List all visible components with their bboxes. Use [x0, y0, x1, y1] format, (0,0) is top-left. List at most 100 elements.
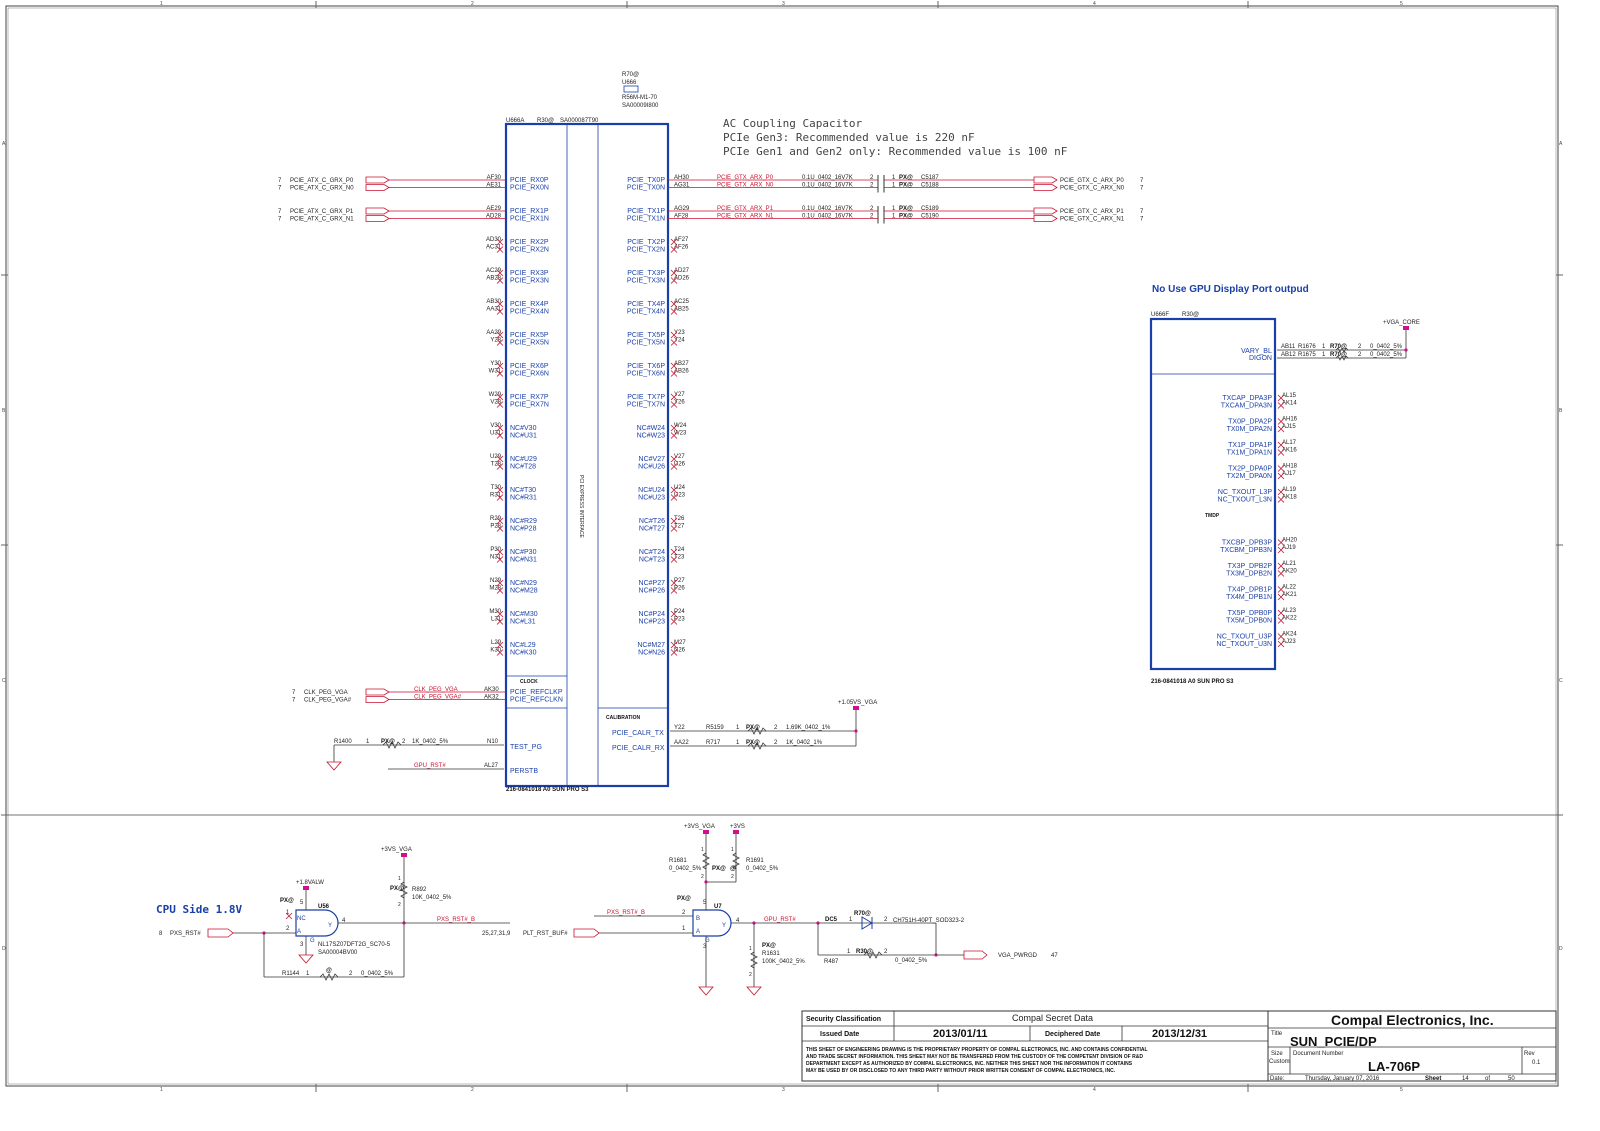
- u666a-left-pin-name: PCIE_RX2N: [510, 247, 549, 254]
- disclaimer-line-3: DEPARTMENT EXCEPT AS AUTHORIZED BY COMPA…: [806, 1061, 1133, 1067]
- u666a-right-pin-name: NC#U23: [638, 495, 665, 502]
- r1144-value: 0_0402_5%: [361, 971, 394, 977]
- r1676-ref: R1676: [1298, 344, 1316, 350]
- vary-bl-ball: AB11: [1281, 344, 1296, 350]
- clk-local-net: CLK_PEG_VGA: [414, 687, 458, 693]
- resistor-r1631: [750, 951, 758, 969]
- r5159-value: 1.69K_0402_1%: [786, 725, 831, 731]
- r1675-pin1: 1: [1322, 352, 1326, 358]
- dc5-part: CH751H-40PT_SOD323-2: [893, 918, 965, 924]
- nc-mark: [670, 300, 678, 308]
- u666a-left-pin-ball: V30: [490, 423, 501, 429]
- u666f-pin-name: TXCAP_DPA3P: [1222, 395, 1272, 402]
- tx-cap-value: 0.1U_0402_16V7K: [802, 175, 853, 181]
- u7-pin2: 2: [682, 910, 686, 916]
- zone-col-label-top: 4: [1093, 1, 1096, 7]
- u666a-left-pin-ball: AE31: [486, 183, 501, 189]
- u666a-right-pin-ball: P24: [674, 609, 685, 615]
- resistor-r892: [400, 881, 408, 899]
- u56-section: PX@ U56 +1.8VALW NC A Y G 1 2 5 3 4 NL17…: [159, 847, 511, 981]
- u666a-left-pin-ball: U31: [490, 431, 502, 437]
- u666a-right-pin-name: PCIE_TX2N: [627, 247, 665, 254]
- nc-mark: [496, 424, 504, 432]
- ground-symbol: [326, 761, 342, 771]
- u666a-right-pin-ball: U24: [674, 485, 686, 491]
- vga-core-rail: +VGA_CORE: [1383, 320, 1420, 326]
- offpage-connector: [963, 950, 988, 960]
- sheet-label: Sheet: [1425, 1076, 1441, 1082]
- u666f-pin-name: TX1M_DPA1N: [1227, 450, 1272, 457]
- u666f-pin-name: TX3P_DPB2P: [1228, 563, 1273, 570]
- u666a-right-pin-ball: AB25: [674, 307, 689, 313]
- clk-ball: AK30: [484, 687, 499, 693]
- u56-nc: NC: [297, 916, 306, 922]
- nc-mark: [496, 455, 504, 463]
- u666f-body: [1149, 317, 1277, 671]
- u666a-left-pin-name: NC#N31: [510, 557, 537, 564]
- clk-net-sheet: 7: [292, 698, 296, 704]
- u666f-pin-name: NC_TXOUT_L3P: [1218, 489, 1272, 496]
- nc-mark: [670, 393, 678, 401]
- u7-pin4: 4: [736, 918, 740, 924]
- resistor-r717: [747, 742, 767, 750]
- u666a-left-pin-name: PCIE_RX5P: [510, 332, 549, 339]
- diode-dc5: [861, 916, 873, 930]
- r1691-variant: @: [730, 866, 736, 872]
- u666f-pin-ball: AL23: [1282, 608, 1297, 614]
- r1400-value: 1K_0402_5%: [412, 739, 449, 745]
- nc-mark: [1277, 465, 1285, 472]
- vary-bl-pin: VARY_BL: [1241, 348, 1272, 355]
- nc-mark: [1277, 617, 1285, 624]
- u7-in-a-net: PLT_RST_BUF#: [523, 931, 568, 937]
- u666a-left-pin-ball: AD30: [486, 237, 502, 243]
- zone-col-label-top: 3: [782, 1, 785, 7]
- u666a-left-pin-name: NC#U29: [510, 456, 537, 463]
- offpage-connector: [1033, 207, 1058, 215]
- u666a-section-label: PCI EXPRESS INTERFACE: [578, 475, 584, 538]
- u666f-pin-name: TX0M_DPA2N: [1227, 426, 1272, 433]
- u666a-left-pin-ball: AC29: [486, 268, 502, 274]
- nc-mark: [670, 455, 678, 463]
- r5159-variant: PX@: [746, 725, 760, 731]
- u666a-right-pin-ball: V27: [674, 454, 685, 460]
- u666a-right-pin-ball: U23: [674, 493, 686, 499]
- u666a-left-pin-ball: T30: [491, 485, 502, 491]
- u666f-variant: R30@: [1182, 312, 1199, 318]
- rev-value: 0.1: [1532, 1060, 1541, 1066]
- dc5-pin2: 2: [884, 917, 888, 923]
- rx-net-name: PCIE_ATX_C_GRX_P0: [290, 178, 354, 184]
- r5159-ref: R5159: [706, 725, 724, 731]
- tx-cap-variant: PX@: [899, 206, 913, 212]
- r1675-variant: R70@: [1330, 352, 1347, 358]
- u666f-pin-ball: AH16: [1282, 417, 1298, 423]
- nc-mark: [1277, 593, 1285, 601]
- u7-section: PX@ U7 B A Y G 2 1 5 3 4 PXS_RST#_B PLT_…: [523, 824, 1058, 996]
- calr-tx-ball: Y22: [674, 725, 685, 731]
- zone-col-label-bottom: 2: [471, 1087, 474, 1093]
- u666f-pin-name: TXCBM_DPB3N: [1220, 547, 1272, 554]
- tx-cap-pin1: 1: [892, 183, 896, 189]
- calr-rx-ball: AA22: [674, 740, 689, 746]
- u666a-left-pin-ball: V28: [490, 400, 501, 406]
- u666a-left-pin-name: NC#M28: [510, 588, 538, 595]
- u666f-pin-name: NC_TXOUT_U3N: [1216, 641, 1272, 648]
- tx-out-net: PCIE_GTX_C_ARX_P0: [1060, 178, 1124, 184]
- u666a-right-pin-name: NC#U26: [638, 464, 665, 471]
- u56-body: [295, 909, 339, 937]
- r1631-value: 100K_0402_5%: [762, 959, 805, 965]
- r892-ref: R892: [412, 887, 427, 893]
- rev-label: Rev: [1524, 1051, 1535, 1057]
- tx-cap-variant: PX@: [899, 183, 913, 189]
- u666a-left-pin-name: PCIE_RX4N: [510, 309, 549, 316]
- u666a-left-pin-name: NC#P30: [510, 549, 537, 556]
- u666a-right-pin-name: NC#N26: [638, 650, 665, 657]
- u666a-right-pin-ball: AG29: [674, 206, 690, 212]
- nc-mark: [496, 525, 504, 532]
- resistor-r1681: [702, 852, 710, 870]
- r892-rail: +3VS_VGA: [381, 847, 412, 853]
- tx-cap-variant: PX@: [899, 175, 913, 181]
- nc-mark: [670, 238, 678, 246]
- u666f-pin-name: TX0P_DPA2P: [1228, 419, 1272, 426]
- nc-mark: [1277, 472, 1285, 480]
